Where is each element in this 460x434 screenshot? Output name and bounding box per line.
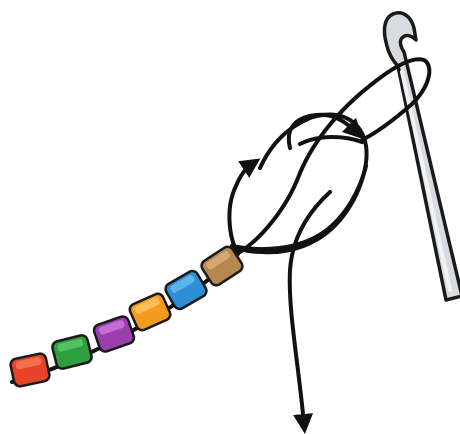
tail-arrow-down — [290, 192, 330, 424]
yarn-path — [12, 59, 429, 424]
bead-red-body — [9, 353, 50, 388]
bead-string — [9, 244, 244, 387]
crochet-hook-icon — [384, 13, 460, 300]
loop-arrow-left — [229, 164, 252, 254]
bead-purple — [92, 315, 135, 353]
bead-red — [9, 353, 50, 388]
bead-blue — [163, 269, 208, 311]
bead-orange — [128, 292, 172, 332]
bead-green — [51, 334, 93, 370]
bead-purple-body — [92, 315, 135, 353]
bead-blue-body — [163, 269, 208, 311]
bead-orange-body — [128, 292, 172, 332]
return-strand — [300, 137, 362, 144]
bead-green-body — [51, 334, 93, 370]
